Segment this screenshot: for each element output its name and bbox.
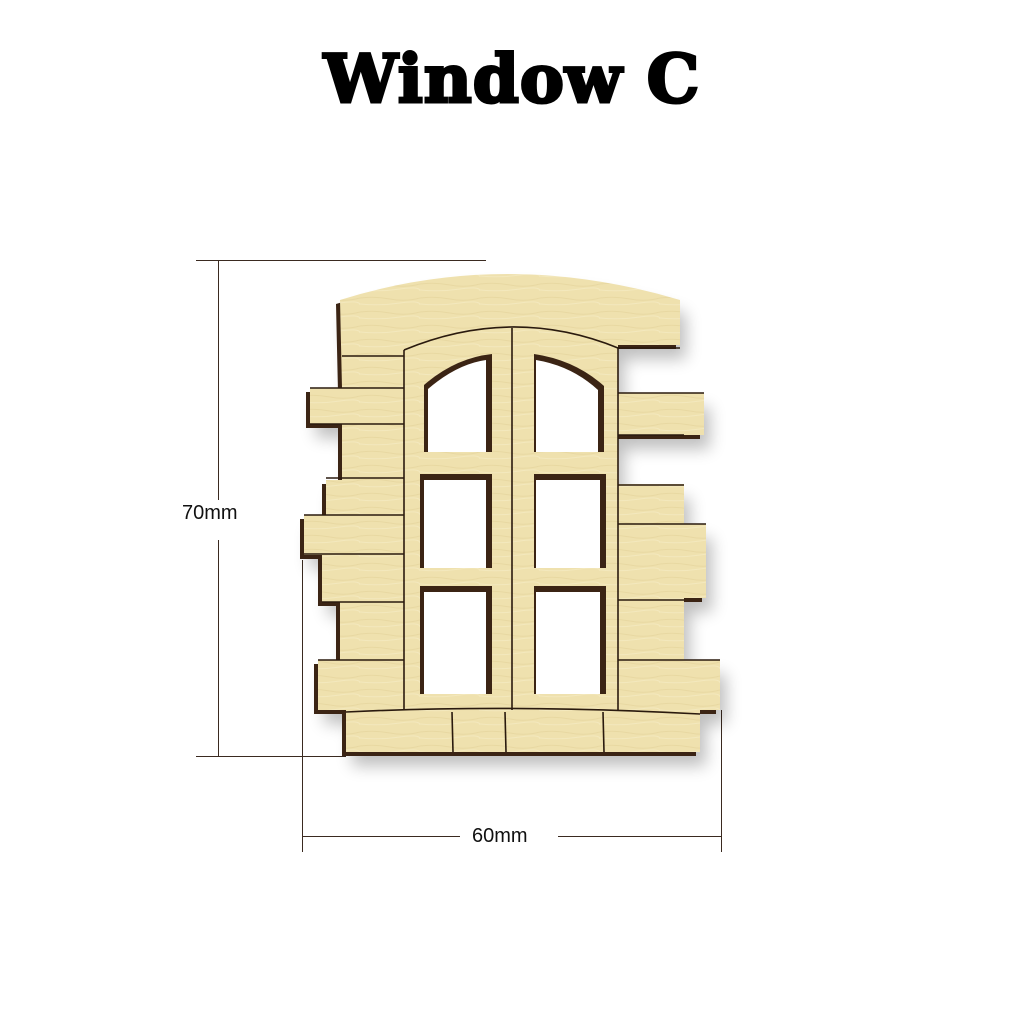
- cut-lines: [304, 326, 720, 753]
- height-dimension-label: 70mm: [182, 502, 238, 525]
- page-title: Window C: [322, 39, 701, 120]
- height-dimension-bottom-tick: [196, 756, 346, 757]
- width-dimension-left-tick: [302, 560, 303, 852]
- width-dimension-label: 60mm: [472, 825, 528, 848]
- height-dimension-top-tick: [196, 260, 486, 261]
- height-dimension-line-upper: [218, 260, 219, 500]
- height-dimension-line-lower: [218, 540, 219, 756]
- width-dimension-right-tick: [721, 710, 722, 852]
- width-dimension-line-left: [302, 836, 460, 837]
- window-panes: [420, 354, 606, 694]
- width-dimension-line-right: [558, 836, 722, 837]
